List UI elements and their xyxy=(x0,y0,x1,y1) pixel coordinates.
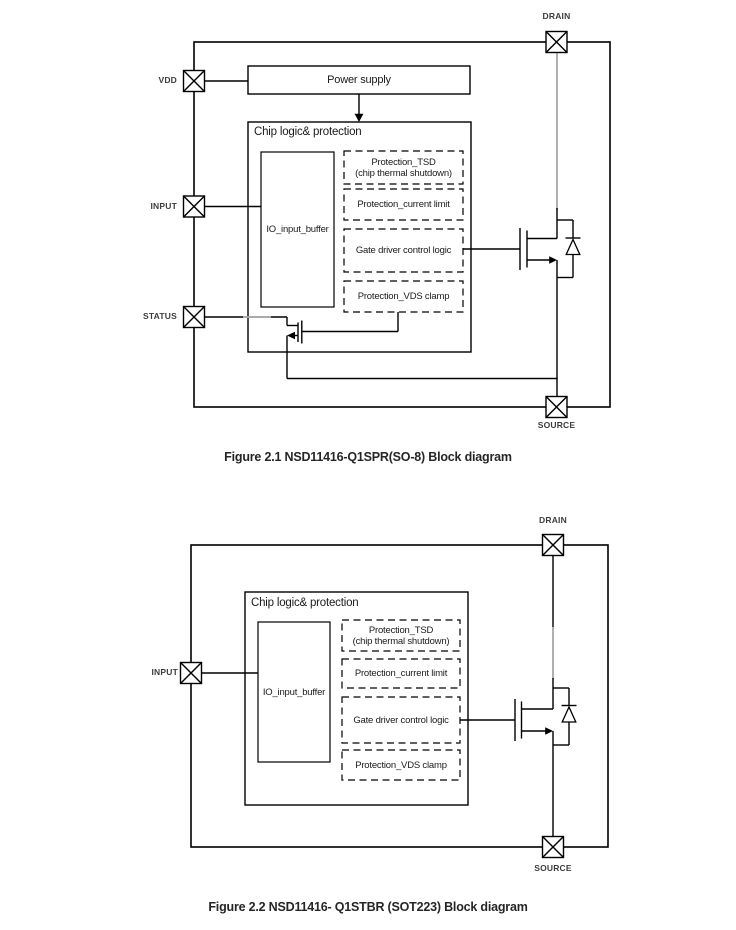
diagram1-graphics xyxy=(182,30,611,419)
protection-vds-label: Protection_VDS clamp xyxy=(357,291,450,302)
pin-label-source: SOURCE xyxy=(537,420,576,430)
pin-label-source-2: SOURCE xyxy=(534,863,572,873)
protection-tsd-line2-2: (chip thermal shutdown) xyxy=(352,635,450,647)
gate-driver-box xyxy=(343,228,464,273)
figure1-caption: Figure 2.1 NSD11416-Q1SPR(SO-8) Block di… xyxy=(224,450,512,464)
diagram2-graphics xyxy=(179,533,609,859)
pin-label-input-2: INPUT xyxy=(151,667,178,677)
source-arrow xyxy=(545,727,553,735)
output-mosfet-symbol xyxy=(460,688,554,745)
pin-input xyxy=(179,661,203,685)
protection-tsd-label-2: Protection_TSD (chip thermal shutdown) xyxy=(342,620,460,651)
protection-tsd-line1-2: Protection_TSD xyxy=(368,624,434,636)
pin-status xyxy=(182,305,206,329)
source-arrow xyxy=(549,256,557,264)
io-buffer-box xyxy=(260,151,335,308)
protection-tsd-line2: (chip thermal shutdown) xyxy=(355,167,452,179)
io-buffer-box xyxy=(257,621,331,763)
protection-tsd-line1: Protection_TSD xyxy=(371,156,436,168)
protection-boxes xyxy=(343,150,464,313)
protection-vds-label-2: Protection_VDS clamp xyxy=(355,759,447,771)
protection-tsd-box xyxy=(343,150,464,185)
body-diode-symbol xyxy=(553,687,577,746)
protection-vds-box xyxy=(343,280,464,313)
status-source-arrow xyxy=(287,331,295,340)
pin-label-status: STATUS xyxy=(143,311,177,321)
pin-vdd xyxy=(182,69,206,93)
power-arrow-head xyxy=(354,113,364,122)
pin-label-drain: DRAIN xyxy=(542,11,571,21)
device-outline xyxy=(190,544,609,848)
pin-drain xyxy=(545,30,568,54)
protection-current-label-2: Protection_current limit xyxy=(354,668,448,679)
chip-logic-box xyxy=(244,591,469,806)
status-mosfet-symbol xyxy=(286,312,399,379)
protection-tsd-label: Protection_TSD (chip thermal shutdown) xyxy=(344,151,463,184)
gate-driver-label-2: Gate driver control logic xyxy=(353,714,449,726)
gate-driver-label: Gate driver control logic xyxy=(355,245,452,256)
protection-boxes xyxy=(341,619,461,781)
pin-input xyxy=(182,195,206,218)
pin-source xyxy=(545,395,568,419)
protection-tsd-box xyxy=(341,619,461,652)
chip-logic-label: Chip logic& protection xyxy=(254,126,362,138)
io-buffer-label-2: IO_input_buffer xyxy=(262,686,326,698)
diode-triangle xyxy=(565,237,581,256)
pin-drain xyxy=(541,533,565,557)
chip-logic-label-2: Chip logic& protection xyxy=(251,597,359,609)
protection-vds-box xyxy=(341,749,461,781)
pin-label-vdd: VDD xyxy=(158,75,177,85)
protection-current-box xyxy=(343,188,464,221)
pin-label-drain-2: DRAIN xyxy=(539,515,567,525)
protection-current-box xyxy=(341,658,461,689)
protection-current-label: Protection_current limit xyxy=(357,199,450,210)
body-diode-symbol xyxy=(557,219,581,279)
device-outline xyxy=(193,41,611,408)
output-mosfet-symbol xyxy=(463,220,558,278)
io-buffer-label: IO_input_buffer xyxy=(266,224,329,235)
chip-logic-box xyxy=(247,121,472,353)
pin-label-input: INPUT xyxy=(150,201,177,211)
pin-source xyxy=(541,835,565,859)
power-supply-label: Power supply xyxy=(327,74,391,86)
diode-triangle xyxy=(561,705,577,723)
figure2-caption: Figure 2.2 NSD11416- Q1STBR (SOT223) Blo… xyxy=(208,900,528,914)
